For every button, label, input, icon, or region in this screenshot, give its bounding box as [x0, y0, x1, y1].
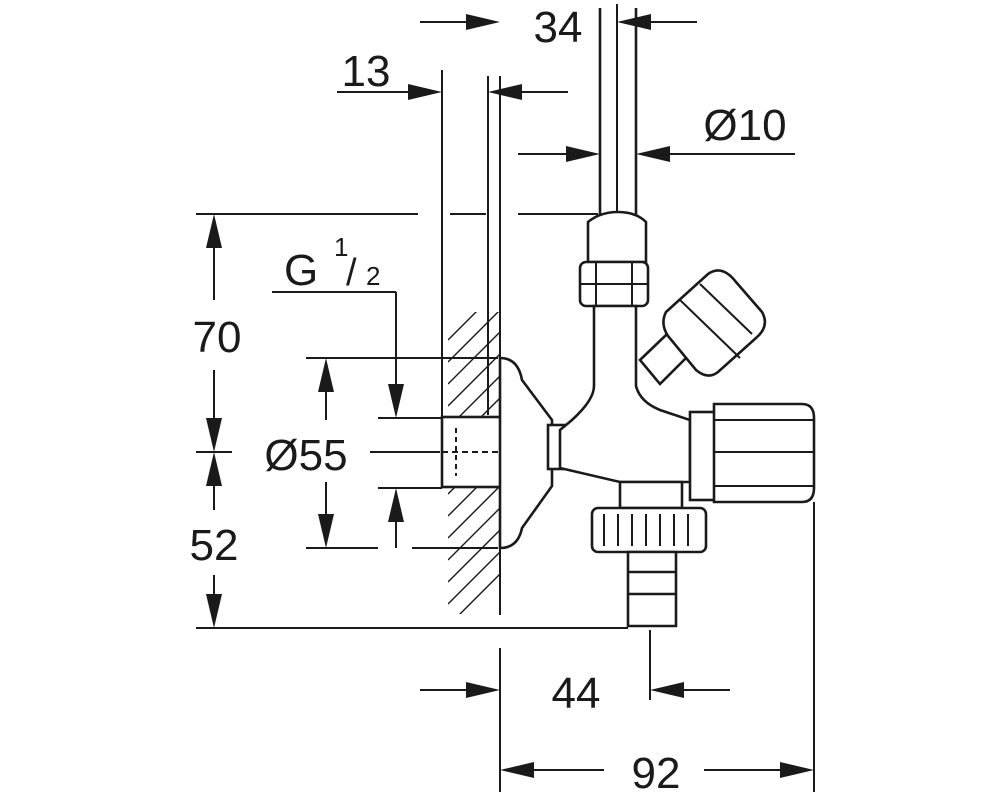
dim-label-outlet-offset: 44: [552, 669, 601, 718]
dim-13: [337, 84, 568, 100]
right-outlet-nut: [688, 402, 816, 504]
upper-compression-ring: [586, 210, 648, 264]
dim-70: [196, 213, 598, 453]
dim-diam-55: [306, 357, 498, 549]
angle-valve: [440, 8, 816, 628]
dim-thread: [272, 291, 442, 548]
dim-34: [420, 4, 697, 212]
dim-diam-10: [518, 146, 795, 162]
rosette-cover: [498, 356, 554, 550]
dim-52: [196, 452, 628, 629]
dim-label-wall-offset: 13: [342, 47, 391, 96]
dim-label-thread-prefix: G: [284, 246, 318, 295]
dim-label-pipe-diameter: Ø10: [703, 101, 786, 150]
dim-label-thread-numerator: 1: [334, 232, 348, 262]
dim-label-upper-height: 70: [193, 313, 242, 362]
hose-barb: [626, 550, 678, 628]
dim-label-thread-denominator: 2: [366, 261, 380, 291]
hose-outlet: [590, 480, 708, 628]
dim-label-lower-height: 52: [190, 521, 239, 570]
dim-label-total-width: 92: [632, 749, 681, 798]
thread-fraction-slash: /: [346, 252, 357, 294]
dim-44: [420, 630, 730, 792]
dim-92: [500, 502, 815, 792]
dim-label-rosette-diameter: Ø55: [264, 431, 347, 480]
angled-outlet: [638, 269, 767, 386]
dim-label-top-width: 34: [534, 3, 583, 52]
